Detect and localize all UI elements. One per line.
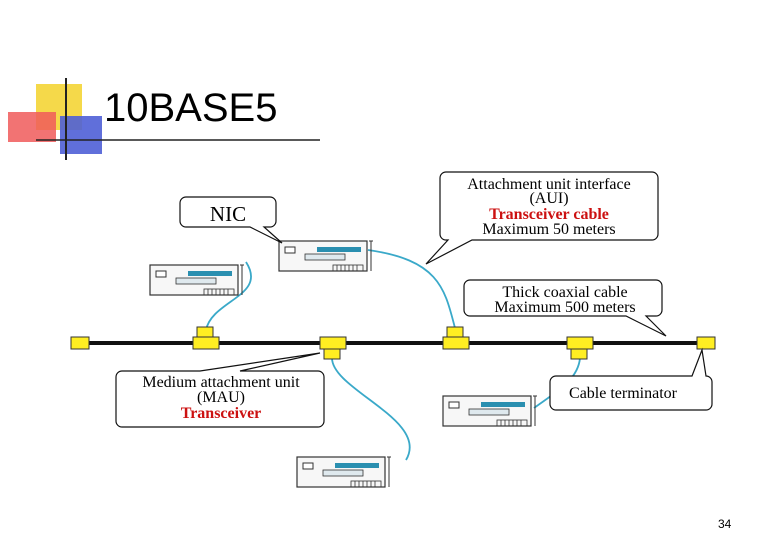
drop-cable-1 bbox=[205, 261, 252, 331]
page-number: 34 bbox=[718, 517, 732, 531]
aui-line3: Transceiver cable bbox=[489, 206, 609, 223]
deco-red-square bbox=[8, 112, 56, 142]
transceiver-4 bbox=[566, 336, 594, 360]
nic-card-2 bbox=[278, 240, 374, 272]
mau-line3: Transceiver bbox=[181, 405, 262, 422]
drop-cable-2 bbox=[367, 249, 456, 329]
terminator-left bbox=[70, 336, 90, 350]
transceiver-2 bbox=[319, 336, 347, 360]
callout-mau: Medium attachment unit (MAU) Transceiver bbox=[115, 352, 325, 428]
nic-card-4 bbox=[296, 456, 392, 488]
aui-line4: Maximum 50 meters bbox=[482, 221, 615, 238]
coax-line2: Maximum 500 meters bbox=[494, 299, 635, 316]
transceiver-1 bbox=[192, 326, 220, 350]
nic-card-3 bbox=[442, 395, 538, 427]
slide-title: 10BASE5 bbox=[104, 86, 278, 130]
terminator-right bbox=[696, 336, 716, 350]
aui-line1: Attachment unit interface bbox=[467, 176, 630, 193]
mau-line2: (MAU) bbox=[197, 389, 245, 406]
aui-line2: (AUI) bbox=[529, 190, 568, 207]
nic-label: NIC bbox=[210, 202, 246, 226]
callout-nic: NIC bbox=[179, 196, 283, 244]
coax-line1: Thick coaxial cable bbox=[502, 284, 627, 301]
mau-line1: Medium attachment unit bbox=[142, 374, 300, 391]
drop-cable-3 bbox=[331, 357, 411, 461]
nic-card-1 bbox=[149, 264, 245, 296]
transceiver-3 bbox=[442, 326, 470, 350]
callout-terminator: Cable terminator bbox=[549, 347, 713, 411]
callout-aui: Attachment unit interface (AUI) Transcei… bbox=[425, 171, 659, 265]
callout-coax: Thick coaxial cable Maximum 500 meters bbox=[463, 279, 667, 337]
terminator-label: Cable terminator bbox=[569, 385, 678, 402]
